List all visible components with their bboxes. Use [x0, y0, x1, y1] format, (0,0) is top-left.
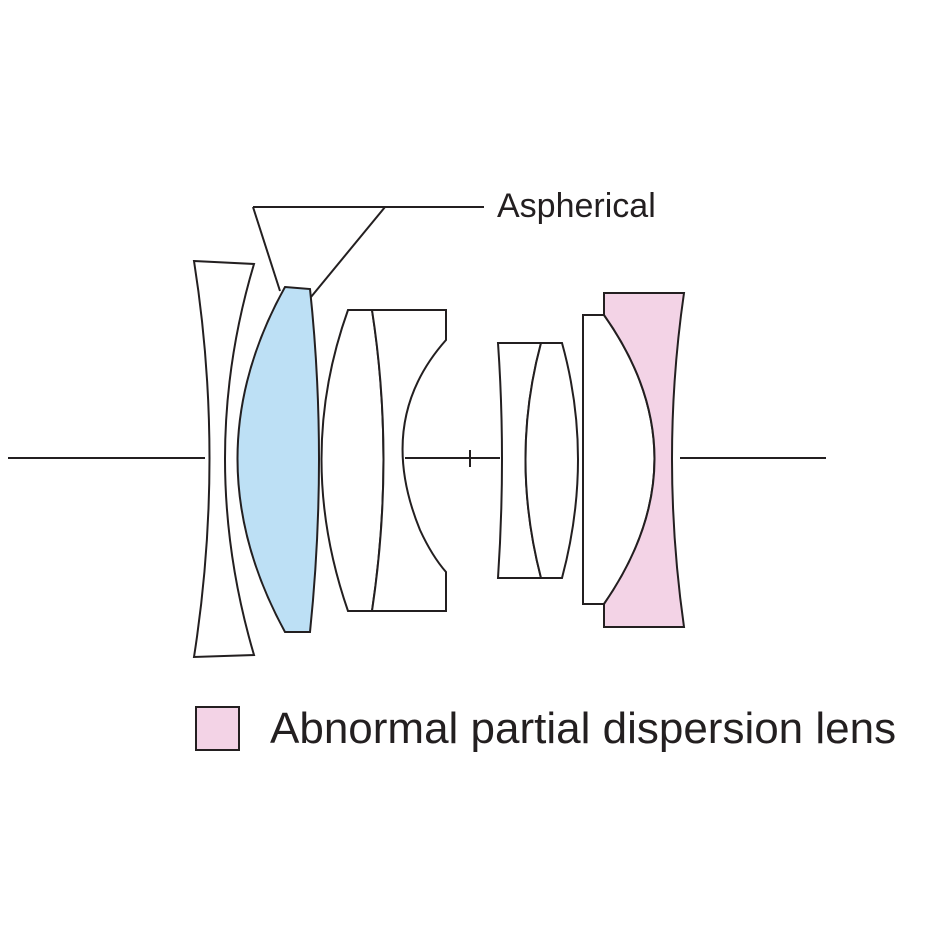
callout-leader-to-element-2	[252, 206, 281, 292]
lens-element-4	[370, 309, 447, 612]
legend-swatch	[195, 706, 240, 751]
legend: Abnormal partial dispersion lens	[195, 706, 896, 751]
legend-label: Abnormal partial dispersion lens	[270, 703, 897, 753]
lens-element-6	[524, 342, 579, 579]
aspherical-callout-label: Aspherical	[497, 187, 656, 225]
lens-element-3	[320, 309, 385, 612]
abnormal-partial-dispersion-lens	[603, 292, 686, 628]
callout-leader-to-element-2-rear	[310, 206, 386, 298]
aspherical-lens	[236, 285, 320, 633]
lens-element-1	[192, 259, 256, 659]
